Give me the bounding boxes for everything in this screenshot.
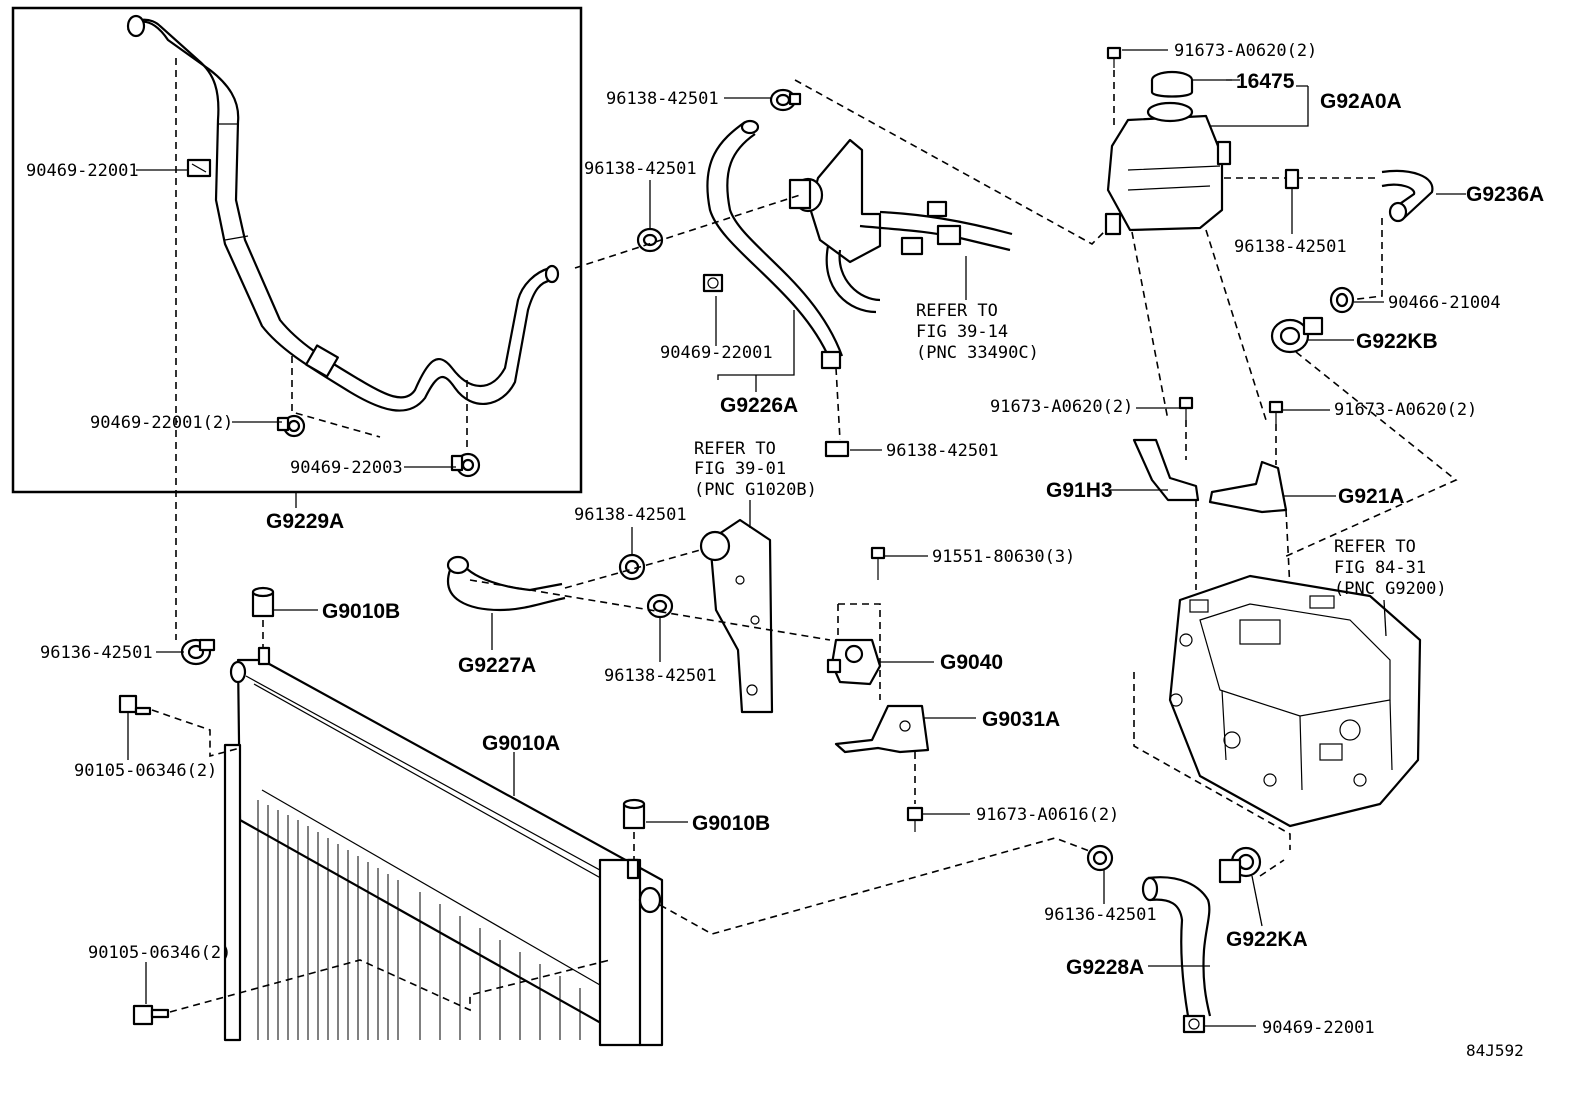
bolt-90105-06346-upper[interactable] bbox=[118, 694, 152, 716]
refer-2-line-1: REFER TO bbox=[694, 439, 776, 459]
callout-96138-42501-b1: 96138-42501 bbox=[574, 505, 687, 525]
refer-2-line-2: FIG 39-01 bbox=[694, 459, 786, 479]
bolt-91673-a0620-left[interactable] bbox=[1178, 396, 1194, 420]
clip-96138-42501-left[interactable] bbox=[636, 227, 664, 253]
clip-90469-22001[interactable] bbox=[186, 158, 212, 178]
callout-90105-06346-upper: 90105-06346(2) bbox=[74, 761, 217, 781]
radiator-cap-g9010b-top[interactable] bbox=[251, 586, 275, 666]
callout-g9227a: G9227A bbox=[458, 654, 536, 677]
clip-90469-22001-mid[interactable] bbox=[702, 273, 724, 293]
callout-16475: 16475 bbox=[1236, 70, 1295, 93]
callout-90469-22001-pair: 90469-22001(2) bbox=[90, 413, 233, 433]
callout-91673-a0620-right: 91673-A0620(2) bbox=[1334, 400, 1477, 420]
diagram-code: 84J592 bbox=[1466, 1041, 1524, 1060]
clip-96138-42501-b2[interactable] bbox=[646, 593, 674, 619]
callout-g9010a: G9010A bbox=[482, 732, 560, 755]
pump-g9040[interactable] bbox=[826, 638, 882, 686]
tank-cap-16475[interactable] bbox=[1150, 70, 1194, 98]
callout-90469-22003: 90469-22003 bbox=[290, 458, 403, 478]
clip-90469-22003[interactable] bbox=[450, 452, 481, 478]
refer-1-line-2: FIG 39-14 bbox=[916, 322, 1008, 342]
bolt-90105-06346-lower[interactable] bbox=[132, 1004, 170, 1026]
clip-96138-42501-tank[interactable] bbox=[1284, 168, 1300, 190]
callout-91551-80630: 91551-80630(3) bbox=[932, 547, 1075, 567]
connector-g922kb[interactable] bbox=[1270, 316, 1324, 354]
refer-3-line-3: (PNC G9200) bbox=[1334, 579, 1447, 599]
callout-g9229a: G9229A bbox=[266, 510, 344, 533]
callout-g9226a: G9226A bbox=[720, 394, 798, 417]
callout-g92a0a: G92A0A bbox=[1320, 90, 1402, 113]
clip-96136-42501-left[interactable] bbox=[180, 638, 216, 666]
connector-g922ka[interactable] bbox=[1218, 846, 1262, 884]
callout-g922ka: G922KA bbox=[1226, 928, 1308, 951]
bolt-91551-80630[interactable] bbox=[870, 546, 886, 580]
clip-96136-42501-right[interactable] bbox=[1086, 844, 1114, 872]
callout-90469-22001-bottom: 90469-22001 bbox=[1262, 1018, 1375, 1038]
callout-90469-22001-b: 90469-22001 bbox=[660, 343, 773, 363]
hose-g9226a[interactable] bbox=[706, 119, 844, 370]
callout-90469-22001-a: 90469-22001 bbox=[26, 161, 139, 181]
clip-90469-22001-bottom[interactable] bbox=[1182, 1014, 1206, 1034]
callout-91673-a0616: 91673-A0616(2) bbox=[976, 805, 1119, 825]
callout-g9236a: G9236A bbox=[1466, 183, 1544, 206]
callout-91673-a0620-left: 91673-A0620(2) bbox=[990, 397, 1133, 417]
callout-g9031a: G9031A bbox=[982, 708, 1060, 731]
callout-96138-42501-tank: 96138-42501 bbox=[1234, 237, 1347, 257]
callout-96138-42501-mid: 96138-42501 bbox=[886, 441, 999, 461]
bolt-91673-a0620-top[interactable] bbox=[1106, 46, 1122, 68]
bolt-91673-a0620-right[interactable] bbox=[1268, 400, 1284, 424]
callout-90466-21004: 90466-21004 bbox=[1388, 293, 1501, 313]
valve-assembly[interactable] bbox=[788, 138, 1013, 314]
callout-g9040: G9040 bbox=[940, 651, 1003, 674]
callout-g9010b-top: G9010B bbox=[322, 600, 400, 623]
callout-96138-42501-b2: 96138-42501 bbox=[604, 666, 717, 686]
hose-g9236a[interactable] bbox=[1381, 169, 1434, 223]
inverter-assembly[interactable] bbox=[1168, 574, 1422, 828]
callout-g91h3: G91H3 bbox=[1046, 479, 1113, 502]
callout-g921a: G921A bbox=[1338, 485, 1405, 508]
radiator-cap-g9010b-side[interactable] bbox=[622, 798, 646, 880]
refer-1-line-1: REFER TO bbox=[916, 301, 998, 321]
callout-g922kb: G922KB bbox=[1356, 330, 1438, 353]
callout-96138-42501-mid-left: 96138-42501 bbox=[584, 159, 697, 179]
refer-2-line-3: (PNC G1020B) bbox=[694, 480, 817, 500]
refer-3-line-1: REFER TO bbox=[1334, 537, 1416, 557]
inset-frame bbox=[11, 6, 583, 494]
bracket-g921a[interactable] bbox=[1208, 460, 1288, 514]
hose-g9228a[interactable] bbox=[1141, 876, 1212, 1017]
refer-3-line-2: FIG 84-31 bbox=[1334, 558, 1426, 578]
callout-g9010b-side: G9010B bbox=[692, 812, 770, 835]
callout-96138-42501-top-left: 96138-42501 bbox=[606, 89, 719, 109]
callout-96136-42501-left: 96136-42501 bbox=[40, 643, 153, 663]
hose-g9229a[interactable] bbox=[126, 14, 560, 412]
clip-96138-42501-mid[interactable] bbox=[824, 440, 850, 458]
callout-g9228a: G9228A bbox=[1066, 956, 1144, 979]
reservoir-tank-g92a0a[interactable] bbox=[1104, 101, 1232, 236]
callout-96136-42501-right: 96136-42501 bbox=[1044, 905, 1157, 925]
hose-g9227a[interactable] bbox=[446, 555, 566, 612]
bracket-g9031a[interactable] bbox=[834, 704, 930, 754]
bracket-g91h3[interactable] bbox=[1132, 438, 1200, 502]
refer-1-line-3: (PNC 33490C) bbox=[916, 343, 1039, 363]
cover-refer-g1020b[interactable] bbox=[699, 518, 774, 714]
radiator-g9010a[interactable] bbox=[223, 658, 664, 1047]
callout-91673-a0620-top: 91673-A0620(2) bbox=[1174, 41, 1317, 61]
clip-90466-21004[interactable] bbox=[1329, 286, 1355, 314]
clip-96138-42501-upper[interactable] bbox=[769, 88, 802, 112]
callout-90105-06346-lower: 90105-06346(2) bbox=[88, 943, 231, 963]
clip-90469-22001-pair[interactable] bbox=[276, 414, 306, 438]
bolt-91673-a0616[interactable] bbox=[906, 806, 924, 832]
